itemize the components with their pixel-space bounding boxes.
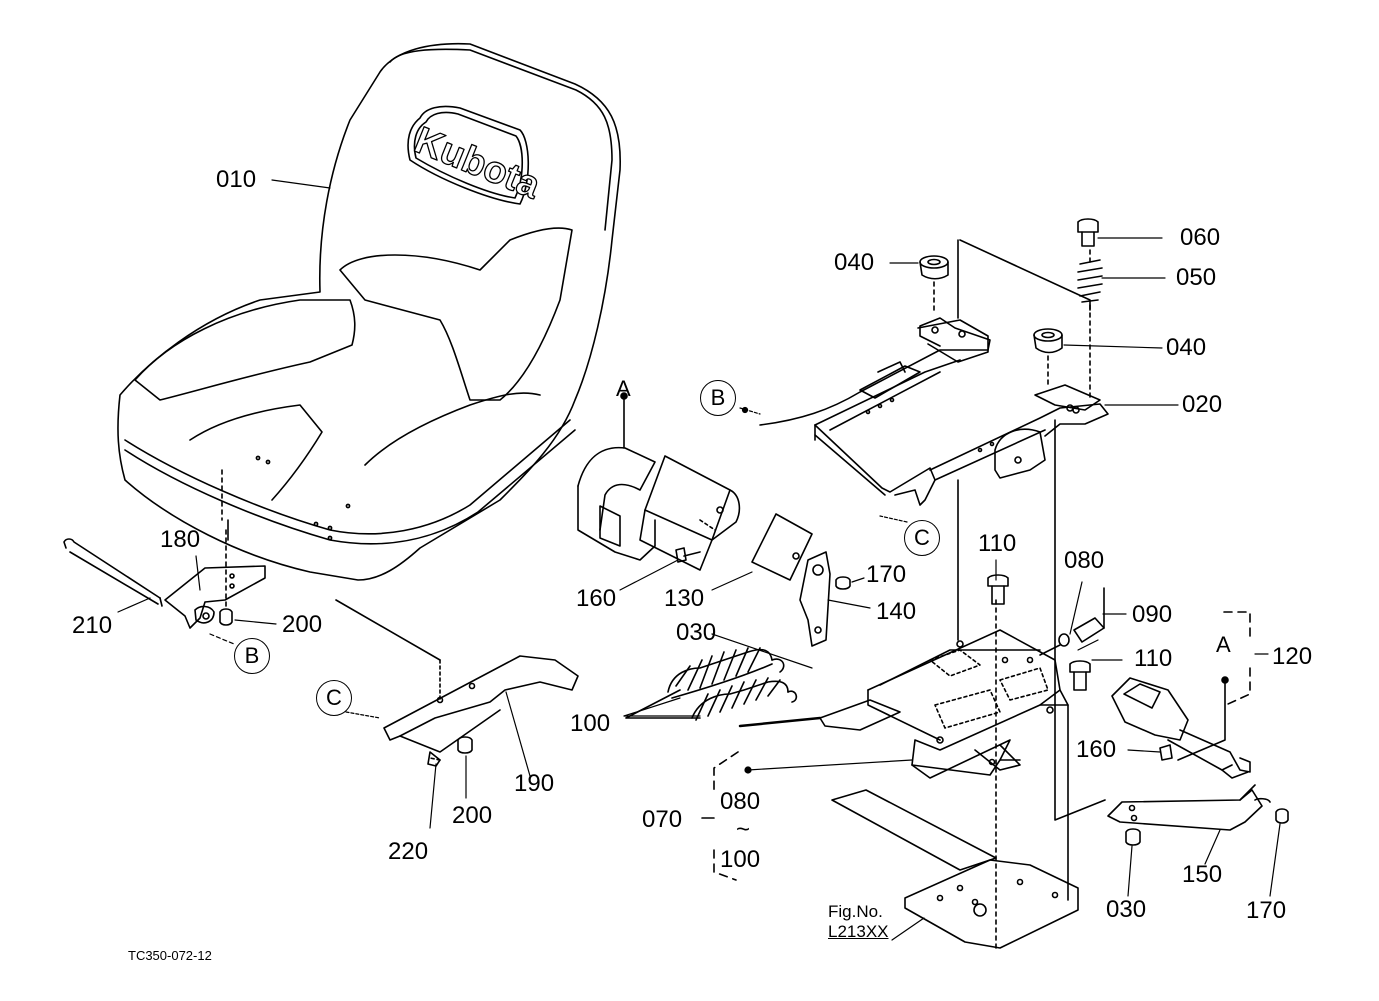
callout-110: 110: [978, 530, 1017, 557]
callout-020: 020: [1182, 391, 1223, 418]
callout-150: 150: [1182, 861, 1223, 888]
callout-180: 180: [160, 526, 201, 553]
callout-100: 100: [570, 710, 611, 737]
belt-bracket: [799, 551, 851, 647]
suspension-springs: [625, 647, 798, 721]
brand-logo: Kubota: [409, 119, 547, 207]
callout-190: 190: [514, 770, 555, 797]
callout-170: 170: [1246, 897, 1287, 924]
seat-drawing: [117, 42, 621, 581]
ref-label-a: A: [1216, 632, 1231, 657]
callout-060: 060: [1180, 224, 1221, 251]
callout-130: 130: [664, 585, 705, 612]
callout-010: 010: [216, 166, 257, 193]
figure-ref-number: L213XX: [828, 922, 889, 941]
ref-label-a: A: [616, 376, 631, 401]
callout-030: 030: [676, 619, 717, 646]
range-bracket-070: [701, 751, 739, 881]
callout-050: 050: [1176, 264, 1217, 291]
ref-circle-c: C: [316, 680, 352, 716]
lever-parts: [1039, 587, 1105, 656]
figure-reference: Fig.No. L213XX: [828, 902, 889, 942]
bolts-110: [987, 574, 1091, 691]
seat-rail-assembly: [759, 239, 1109, 821]
callout-080: 080: [720, 788, 761, 815]
drawing-code: TC350-072-12: [128, 948, 212, 963]
ref-circle-b: B: [234, 638, 270, 674]
callout-030: 030: [1106, 896, 1147, 923]
floor-plate: [831, 789, 1079, 949]
callout-200: 200: [452, 802, 493, 829]
ref-circle-c: C: [904, 520, 940, 556]
top-hardware: [919, 218, 1103, 401]
range-tilde: ~: [736, 816, 751, 843]
callout-090: 090: [1132, 601, 1173, 628]
callout-210: 210: [72, 612, 113, 639]
callout-120: 120: [1272, 643, 1313, 670]
suspension-base: [738, 599, 1069, 951]
callout-110: 110: [1134, 645, 1173, 672]
callout-140: 140: [876, 598, 917, 625]
callout-220: 220: [388, 838, 429, 865]
callout-100: 100: [720, 846, 761, 873]
figure-ref-title: Fig.No.: [828, 902, 883, 921]
seat-belt-buckle: [1107, 611, 1289, 846]
callout-070: 070: [642, 806, 683, 833]
callout-170: 170: [866, 561, 907, 588]
callout-080: 080: [1064, 547, 1105, 574]
callout-160: 160: [1076, 736, 1117, 763]
callout-200: 200: [282, 611, 323, 638]
callout-160: 160: [576, 585, 617, 612]
left-brackets: [63, 529, 579, 767]
seat-belt-retractor: [577, 392, 813, 581]
leader-lines: [117, 179, 1281, 941]
ref-circle-b: B: [700, 380, 736, 416]
callout-040: 040: [1166, 334, 1207, 361]
callout-040: 040: [834, 249, 875, 276]
